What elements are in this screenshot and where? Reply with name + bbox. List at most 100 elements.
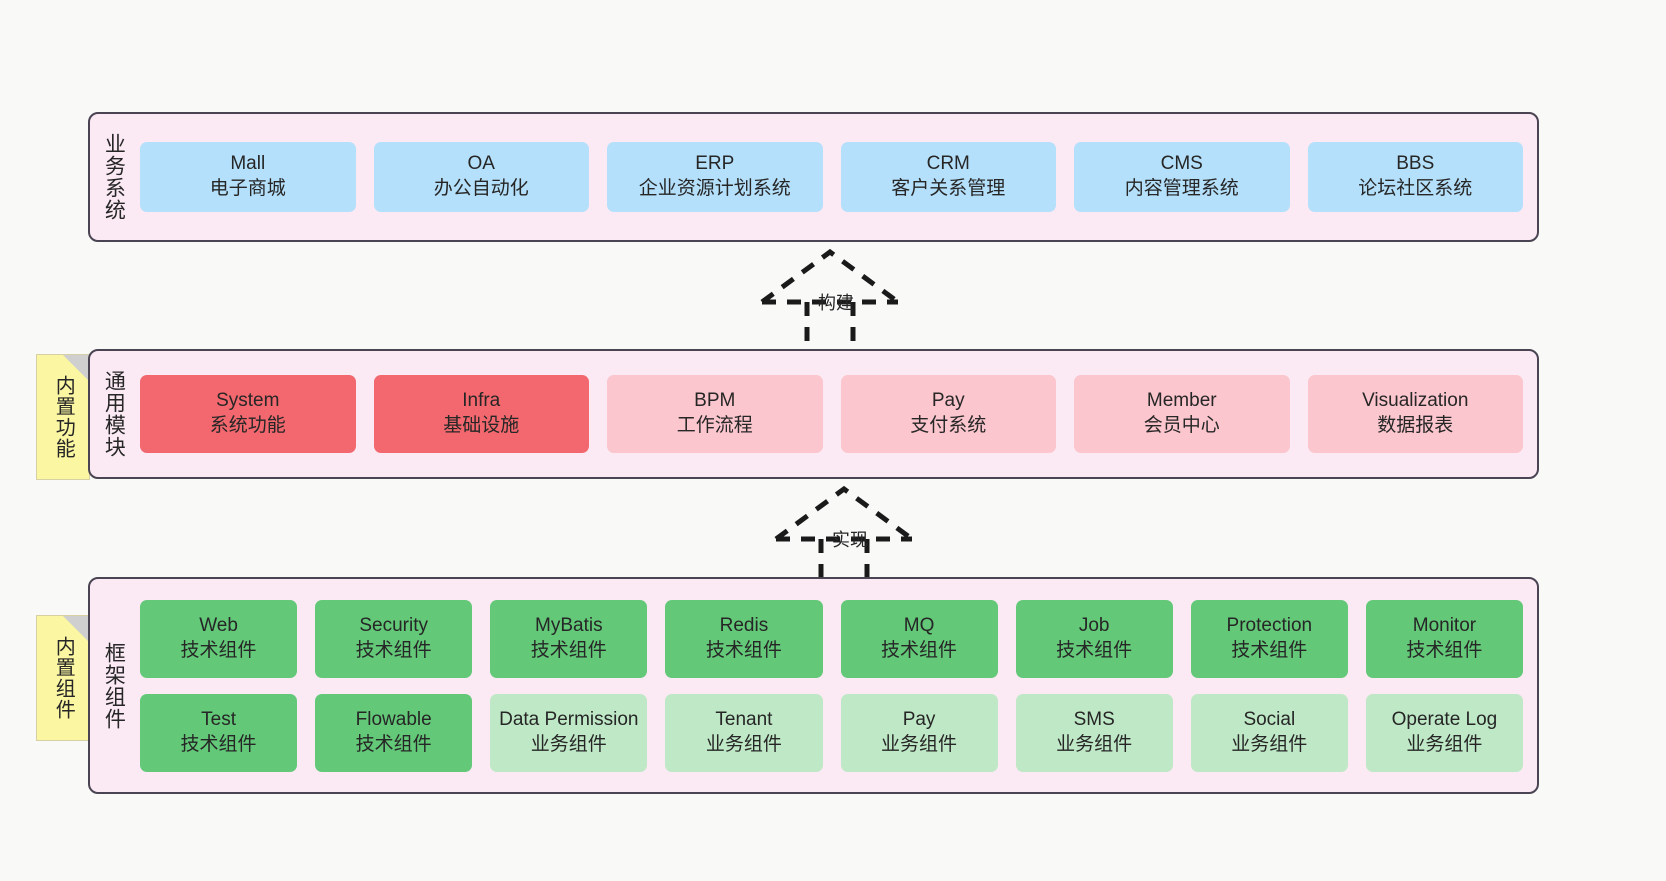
- node-row: Web 技术组件 Security 技术组件 MyBatis 技术组件 Redi…: [140, 599, 1523, 678]
- node-subtitle: 工作流程: [676, 415, 753, 436]
- node-subtitle: 技术组件: [1056, 639, 1133, 661]
- node-sms[interactable]: SMS 业务组件: [1015, 693, 1173, 772]
- node-subtitle: 内容管理系统: [1124, 178, 1239, 199]
- connector-build: 构建: [752, 246, 952, 354]
- node-subtitle: 数据报表: [1377, 415, 1454, 436]
- node-cms[interactable]: CMS 内容管理系统: [1074, 142, 1290, 212]
- node-subtitle: 系统功能: [209, 415, 286, 436]
- layer-body-framework-component: Web 技术组件 Security 技术组件 MyBatis 技术组件 Redi…: [136, 579, 1537, 792]
- node-flowable[interactable]: Flowable 技术组件: [315, 693, 473, 772]
- node-title: ERP: [695, 153, 735, 175]
- node-redis[interactable]: Redis 技术组件: [665, 599, 823, 678]
- node-subtitle: 基础设施: [443, 415, 520, 436]
- node-protection[interactable]: Protection 技术组件: [1190, 599, 1348, 678]
- sticky-note-label: 内置功能: [52, 375, 75, 459]
- layer-common-module: 通用模块 System 系统功能 Infra 基础设施 BPM 工作流程 Pay: [88, 349, 1539, 479]
- sticky-note-builtin-component[interactable]: 内置组件: [36, 615, 90, 741]
- node-subtitle: 技术组件: [530, 639, 607, 661]
- node-subtitle: 企业资源计划系统: [638, 178, 791, 199]
- node-title: Visualization: [1362, 390, 1469, 412]
- node-title: Social: [1243, 708, 1296, 730]
- node-title: Member: [1146, 390, 1217, 412]
- node-title: CRM: [926, 153, 970, 175]
- node-title: Data Permission: [499, 708, 639, 730]
- node-title: Web: [199, 614, 238, 636]
- connector-label-implement: 实现: [832, 530, 868, 550]
- node-title: Infra: [462, 390, 501, 412]
- node-crm[interactable]: CRM 客户关系管理: [840, 142, 1056, 212]
- node-title: Mall: [230, 153, 266, 175]
- node-title: Operate Log: [1391, 708, 1498, 730]
- node-data-permission[interactable]: Data Permission 业务组件: [490, 693, 648, 772]
- node-mq[interactable]: MQ 技术组件: [840, 599, 998, 678]
- node-subtitle: 业务组件: [1056, 733, 1133, 755]
- node-title: Flowable: [355, 708, 432, 730]
- node-title: System: [216, 390, 280, 412]
- node-pay[interactable]: Pay 支付系统: [840, 375, 1056, 453]
- node-mall[interactable]: Mall 电子商城: [140, 142, 356, 212]
- node-subtitle: 会员中心: [1143, 415, 1220, 436]
- layer-business-system: 业务系统 Mall 电子商城 OA 办公自动化 ERP 企业资源计划系统 CRM: [88, 112, 1539, 242]
- node-title: MyBatis: [535, 614, 603, 636]
- node-title: OA: [467, 153, 495, 175]
- node-system[interactable]: System 系统功能: [140, 375, 356, 453]
- layer-body-common-module: System 系统功能 Infra 基础设施 BPM 工作流程 Pay 支付系统…: [136, 351, 1537, 477]
- layer-body-business-system: Mall 电子商城 OA 办公自动化 ERP 企业资源计划系统 CRM 客户关系…: [136, 114, 1537, 240]
- node-job[interactable]: Job 技术组件: [1015, 599, 1173, 678]
- node-subtitle: 论坛社区系统: [1358, 178, 1473, 199]
- node-operate-log[interactable]: Operate Log 业务组件: [1365, 693, 1523, 772]
- node-subtitle: 技术组件: [180, 733, 257, 755]
- node-title: Job: [1078, 614, 1110, 636]
- node-row: System 系统功能 Infra 基础设施 BPM 工作流程 Pay 支付系统…: [140, 375, 1523, 453]
- node-bbs[interactable]: BBS 论坛社区系统: [1307, 142, 1523, 212]
- node-subtitle: 技术组件: [355, 639, 432, 661]
- layer-title-common-module: 通用模块: [102, 370, 126, 458]
- node-subtitle: 业务组件: [1231, 733, 1308, 755]
- node-web[interactable]: Web 技术组件: [140, 599, 298, 678]
- node-title: Protection: [1226, 614, 1313, 636]
- sticky-note-label: 内置组件: [52, 636, 75, 720]
- layer-title-framework-component: 框架组件: [102, 641, 126, 730]
- node-subtitle: 业务组件: [881, 733, 958, 755]
- node-title: BPM: [694, 390, 736, 412]
- node-social[interactable]: Social 业务组件: [1190, 693, 1348, 772]
- node-subtitle: 技术组件: [355, 733, 432, 755]
- node-tenant[interactable]: Tenant 业务组件: [665, 693, 823, 772]
- node-title: Test: [201, 708, 236, 730]
- sticky-note-builtin-function[interactable]: 内置功能: [36, 354, 90, 480]
- node-security[interactable]: Security 技术组件: [315, 599, 473, 678]
- node-subtitle: 业务组件: [705, 733, 782, 755]
- node-title: Pay: [902, 708, 936, 730]
- node-subtitle: 技术组件: [1231, 639, 1308, 661]
- node-subtitle: 办公自动化: [433, 178, 529, 199]
- node-title: MQ: [903, 614, 935, 636]
- node-title: Monitor: [1412, 614, 1477, 636]
- node-row: Mall 电子商城 OA 办公自动化 ERP 企业资源计划系统 CRM 客户关系…: [140, 142, 1523, 212]
- node-pay-business[interactable]: Pay 业务组件: [840, 693, 998, 772]
- node-erp[interactable]: ERP 企业资源计划系统: [607, 142, 823, 212]
- node-subtitle: 技术组件: [705, 639, 782, 661]
- node-title: Redis: [719, 614, 769, 636]
- node-infra[interactable]: Infra 基础设施: [373, 375, 589, 453]
- node-title: CMS: [1160, 153, 1203, 175]
- connector-implement: 实现: [766, 483, 966, 591]
- node-member[interactable]: Member 会员中心: [1074, 375, 1290, 453]
- node-subtitle: 支付系统: [910, 415, 987, 436]
- node-title: BBS: [1396, 153, 1435, 175]
- layer-framework-component: 框架组件 Web 技术组件 Security 技术组件 MyBatis 技术组件…: [88, 577, 1539, 794]
- node-row: Test 技术组件 Flowable 技术组件 Data Permission …: [140, 693, 1523, 772]
- node-oa[interactable]: OA 办公自动化: [373, 142, 589, 212]
- node-subtitle: 技术组件: [881, 639, 958, 661]
- layer-title-business-system: 业务系统: [102, 133, 126, 221]
- node-visualization[interactable]: Visualization 数据报表: [1307, 375, 1523, 453]
- node-bpm[interactable]: BPM 工作流程: [607, 375, 823, 453]
- node-subtitle: 客户关系管理: [891, 178, 1006, 199]
- node-subtitle: 电子商城: [209, 178, 286, 199]
- node-test[interactable]: Test 技术组件: [140, 693, 298, 772]
- node-subtitle: 业务组件: [530, 733, 607, 755]
- node-mybatis[interactable]: MyBatis 技术组件: [490, 599, 648, 678]
- node-monitor[interactable]: Monitor 技术组件: [1365, 599, 1523, 678]
- node-subtitle: 技术组件: [1406, 639, 1483, 661]
- node-title: Security: [359, 614, 428, 636]
- node-subtitle: 业务组件: [1406, 733, 1483, 755]
